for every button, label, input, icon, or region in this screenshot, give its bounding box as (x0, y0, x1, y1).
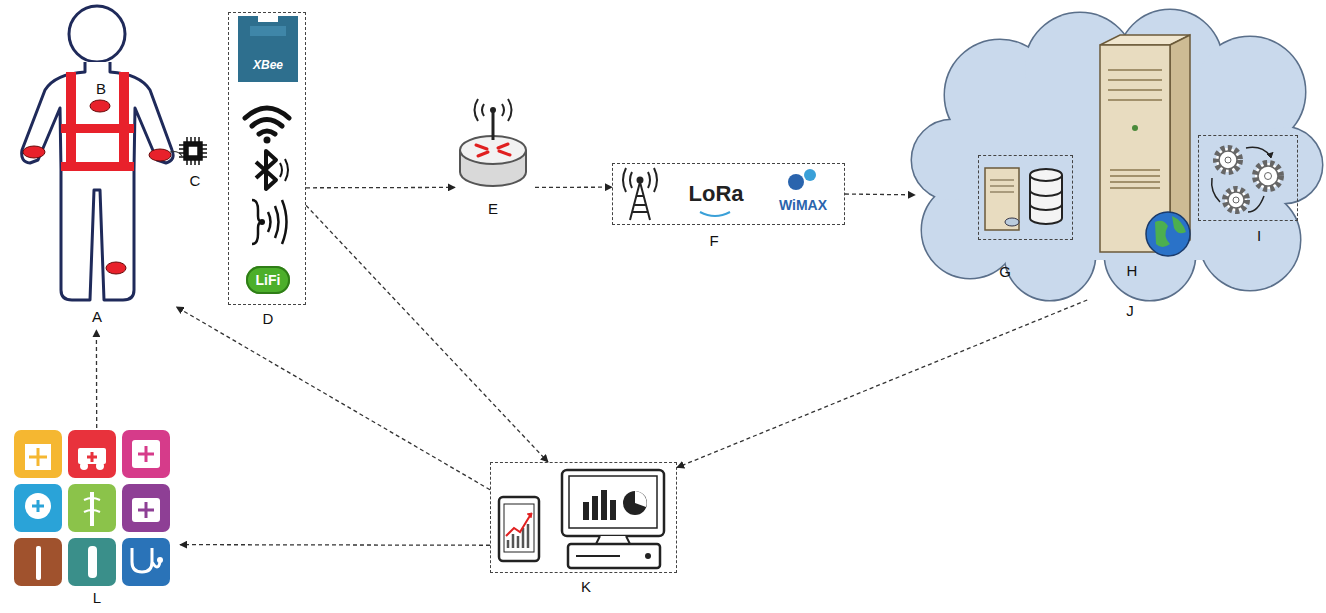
router (460, 99, 526, 186)
analytics-box: I (1198, 135, 1298, 221)
flow-arrow (677, 300, 1087, 468)
text-slot: WiMAX (743, 196, 863, 214)
storage-box: G (978, 155, 1073, 240)
text-slot: G (945, 263, 1065, 281)
part-letter: A (92, 308, 102, 325)
text-slot: E (433, 200, 553, 218)
text-slot: H (1072, 262, 1192, 280)
flow-arrow (535, 187, 612, 189)
patient-figure (22, 6, 182, 300)
web-server (1100, 35, 1190, 256)
text-slot: F (654, 232, 774, 250)
xbee-text: XBee (253, 58, 283, 72)
flow-arrow (180, 544, 490, 546)
callout-letter: C (190, 172, 201, 189)
health-service-icons (14, 430, 170, 586)
network-box: LoRaWiMAXF (612, 163, 845, 225)
text-slot: LiFi (208, 271, 328, 289)
flow-arrow (306, 205, 548, 462)
part-letter: D (263, 310, 274, 327)
flow-arrow (176, 307, 490, 490)
part-letter: K (581, 578, 591, 595)
wimax-text: WiMAX (779, 197, 827, 213)
part-letter: L (93, 589, 101, 606)
text-slot: K (526, 578, 646, 596)
text-slot: A (37, 308, 157, 326)
dashboard-devices (499, 470, 664, 568)
patient-node: A (18, 0, 178, 330)
flow-arrow (845, 193, 915, 195)
part-letter: F (709, 232, 718, 249)
lora-text: LoRa (689, 181, 744, 206)
radio-icons (238, 16, 298, 244)
text-slot: C (135, 172, 255, 190)
text-slot: LoRa (656, 182, 776, 206)
services-node: L (10, 428, 180, 590)
lifi-text: LiFi (246, 266, 291, 294)
text-slot: J (1070, 302, 1190, 320)
server-node: H (1080, 35, 1185, 255)
text-slot: XBee (208, 55, 328, 73)
text-slot: I (1199, 227, 1319, 245)
callout-letter: B (96, 80, 106, 97)
cloud-node: JGHI (915, 8, 1325, 300)
part-letter: I (1257, 227, 1261, 244)
flow-arrow (306, 187, 455, 189)
cloud (912, 10, 1322, 300)
part-letter: G (999, 263, 1011, 280)
part-letter: E (488, 200, 498, 217)
flow-arrow (96, 330, 98, 428)
text-slot: D (208, 310, 328, 328)
radio-box: XBeeLiFiD (228, 12, 306, 305)
database-server (985, 168, 1062, 230)
router-node: E (455, 100, 535, 195)
chip (179, 137, 207, 165)
part-letter: J (1126, 302, 1134, 319)
dashboard-box: K (490, 462, 677, 573)
part-letter: H (1127, 262, 1138, 279)
text-slot: B (41, 80, 161, 98)
text-slot: L (37, 589, 157, 607)
gears (1212, 147, 1281, 212)
